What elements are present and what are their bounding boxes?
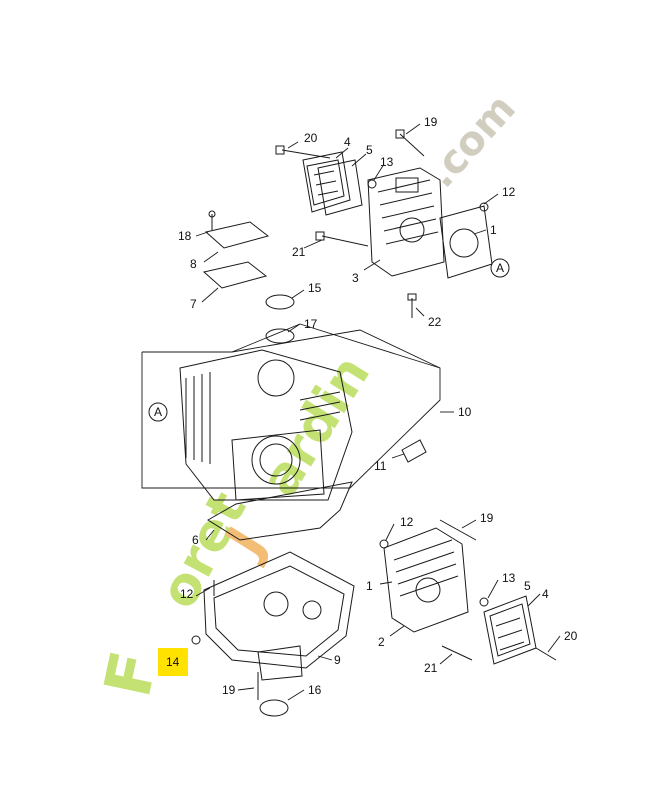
callout-5-lower: 5 <box>524 579 531 593</box>
dowel-12-upper <box>479 202 489 212</box>
valve-cover-upper <box>302 151 351 213</box>
cylinder-head-lower <box>383 527 469 633</box>
callout-19-upper: 19 <box>424 115 438 129</box>
callout-10: 10 <box>458 405 472 419</box>
oil-pan-9 <box>203 551 355 681</box>
watermark: F oret J ardin .com <box>91 86 524 704</box>
crankcase-box <box>141 329 441 489</box>
callout-3-upper: 3 <box>352 271 359 285</box>
callout-19-lower: 19 <box>222 683 236 697</box>
callout-12-lower-right: 12 <box>400 515 414 529</box>
plug-14 <box>191 635 201 645</box>
reference-mark-a-lower <box>148 402 168 422</box>
bolt-21-lower <box>441 645 473 661</box>
callout-16: 16 <box>308 683 322 697</box>
callout-labels: 20 4 5 19 13 12 1 3 21 18 8 7 15 17 22 1… <box>178 115 578 697</box>
bolt-21-upper <box>321 235 369 247</box>
cylinder-block <box>179 349 353 501</box>
callout-4-upper: 4 <box>344 135 351 149</box>
reference-mark-a-lower-text: A <box>154 405 162 419</box>
callout-9: 9 <box>334 653 341 667</box>
callout-6: 6 <box>192 533 199 547</box>
callout-14: 14 <box>166 655 180 669</box>
callout-20-upper: 20 <box>304 131 318 145</box>
breather-tube-11 <box>401 439 427 463</box>
leader-lines <box>195 123 561 701</box>
breather-cover-8 <box>204 221 270 249</box>
pin-13-upper <box>367 179 377 189</box>
callout-17: 17 <box>304 317 318 331</box>
bolt-20-lower <box>535 647 557 661</box>
upper-cylinder-head-group: A <box>275 129 510 318</box>
dowel-12-lower-right <box>379 539 389 549</box>
callout-12-lower-left: 12 <box>180 587 194 601</box>
watermark-suffix: .com <box>418 86 525 197</box>
callout-21-lower: 21 <box>424 661 438 675</box>
callout-19-lower-right: 19 <box>480 511 494 525</box>
valve-cover-gasket-upper <box>317 159 363 216</box>
breather-plates <box>202 210 270 289</box>
bolt-20-upper <box>281 149 331 159</box>
callout-12-upper: 12 <box>502 185 516 199</box>
head-gasket-upper <box>439 205 493 279</box>
callout-13-lower: 13 <box>502 571 516 585</box>
callout-7: 7 <box>190 297 197 311</box>
reference-mark-a-upper-text: A <box>496 261 504 275</box>
oil-seal-16 <box>259 699 289 717</box>
callout-11: 11 <box>374 459 387 473</box>
watermark-letters-2: ardin <box>250 346 382 507</box>
callout-2: 2 <box>378 635 385 649</box>
oil-seal-15 <box>265 294 295 310</box>
callout-1-lower: 1 <box>366 579 373 593</box>
callout-13-upper: 13 <box>380 155 394 169</box>
highlight-box <box>158 648 188 676</box>
callout-20-lower: 20 <box>564 629 578 643</box>
pin-13-lower <box>479 597 489 607</box>
callout-21-upper: 21 <box>292 245 306 259</box>
callout-18: 18 <box>178 229 192 243</box>
oil-seal-17 <box>265 328 295 344</box>
callout-8: 8 <box>190 257 197 271</box>
highlighted-callout-14[interactable]: 14 <box>158 648 188 676</box>
callout-22: 22 <box>428 315 442 329</box>
crankcase-gasket-6 <box>207 481 353 541</box>
breather-gasket-7 <box>202 261 268 289</box>
bolt-19-lower-right <box>439 519 477 541</box>
callout-4-lower: 4 <box>542 587 549 601</box>
reference-mark-a-upper <box>490 258 510 278</box>
callout-15: 15 <box>308 281 322 295</box>
callout-5-upper: 5 <box>366 143 373 157</box>
cylinder-head-upper <box>367 167 445 277</box>
callout-1-upper: 1 <box>490 223 497 237</box>
